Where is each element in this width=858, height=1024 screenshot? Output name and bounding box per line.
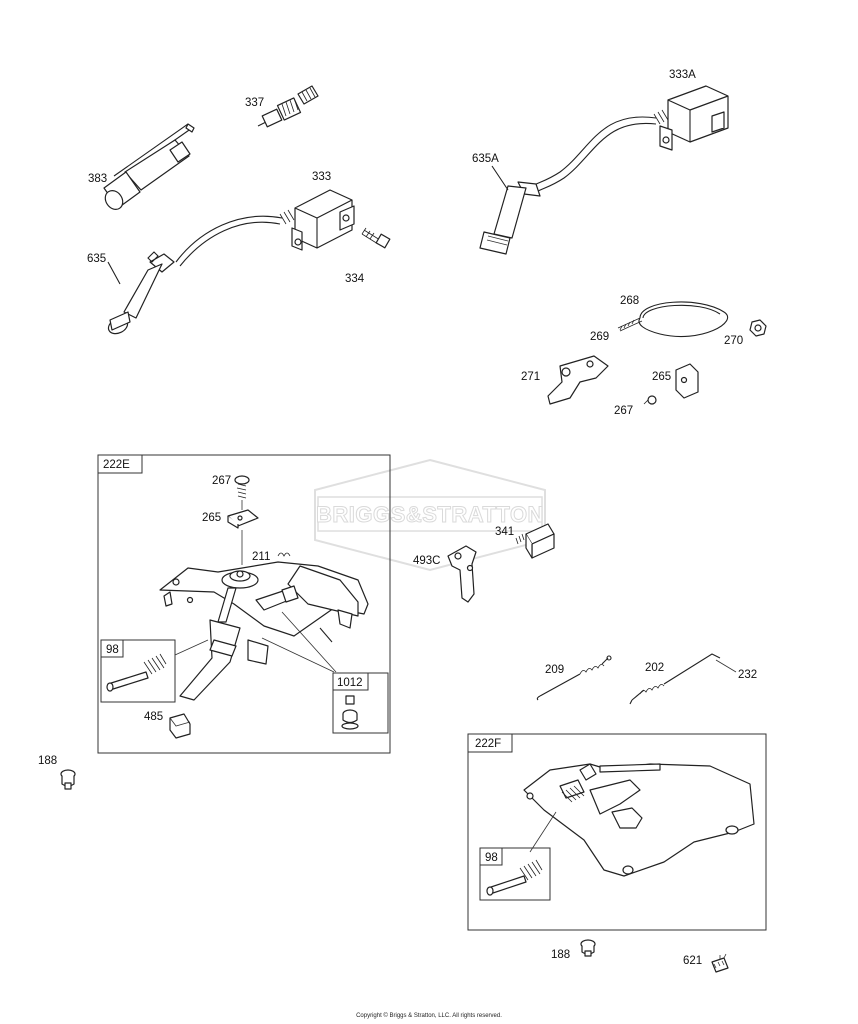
callout-337: 337 [245,97,264,109]
callout-268: 268 [620,295,639,307]
part-267-screw [643,395,657,405]
part-e211-spring [277,552,291,557]
part-493C-bracket [447,545,477,603]
callout-341: 341 [495,526,514,538]
governor-control-assembly-222F [523,763,755,877]
part-341-standoff [515,523,555,559]
part-1012-nut-set [341,695,359,730]
callout-e211: 211 [252,551,270,563]
callout-383: 383 [88,173,107,185]
callout-e267: 267 [212,475,231,487]
part-98-spring-b [486,859,543,896]
part-635-plug-boot [107,251,175,335]
callout-202: 202 [645,662,664,674]
part-209-spring [536,655,612,701]
kit-label-222E: 222E [103,459,130,471]
kit-box-98-b-tab [479,847,503,866]
governor-control-assembly-222E [159,561,369,701]
coil-a-lead-wire [531,116,657,187]
callout-188a: 188 [38,755,57,767]
callout-333: 333 [312,171,331,183]
kit-label-222F: 222F [475,738,501,750]
kit-box-222F [467,733,767,931]
part-98-spring-a [106,653,167,692]
part-635A-plug-boot [479,181,541,255]
callout-271: 271 [521,371,540,383]
part-383-plug-wrench [103,123,195,210]
callout-493C: 493C [413,555,441,567]
brand-watermark: BRIGGS&STRATTON [314,458,546,572]
kit-label-98-b: 98 [485,852,498,864]
part-e267-screw [234,475,250,510]
callout-621: 621 [683,955,702,967]
part-621-connector [711,953,729,973]
callout-267: 267 [614,405,633,417]
kit-label-1012: 1012 [337,677,363,689]
callout-635: 635 [87,253,106,265]
part-202-governor-rod [629,653,721,705]
kit-label-98-a: 98 [106,644,119,656]
callout-209: 209 [545,664,564,676]
callout-635A: 635A [472,153,499,165]
part-333-ignition-coil [279,189,355,251]
callout-270: 270 [724,335,743,347]
copyright-notice: Copyright © Briggs & Stratton, LLC. All … [356,1013,502,1019]
kit-box-222E [97,454,391,754]
part-333A-ignition-coil [653,85,729,151]
kit-box-222F-tab [467,733,513,753]
callout-269: 269 [590,331,609,343]
callout-e485: 485 [144,711,163,723]
part-188-bolt-a [60,769,76,790]
watermark-brand: BRIGGS&STRATTON [316,502,544,527]
part-188-bolt-b [580,939,596,957]
part-271-bracket [547,355,609,405]
part-334-screw [361,227,391,249]
kit-box-222E-tab [97,454,143,474]
part-e265-clip [227,509,259,529]
part-268-throttle-cable [617,301,729,338]
part-265-cable-clip [675,363,699,399]
part-337-spark-plug [257,85,319,128]
callout-333A: 333A [669,69,696,81]
part-270-nut [749,319,767,337]
kit-box-98-b [479,847,551,901]
callout-e265: 265 [202,512,221,524]
coil-lead-wire [175,215,283,263]
kit-box-98-a [100,639,176,703]
kit-box-1012-tab [332,672,369,691]
callout-232: 232 [738,669,757,681]
callout-334: 334 [345,273,365,285]
kit-box-98-a-tab [100,639,124,658]
callout-188b: 188 [551,949,570,961]
callout-265: 265 [652,371,671,383]
part-e485-clip [169,713,191,739]
